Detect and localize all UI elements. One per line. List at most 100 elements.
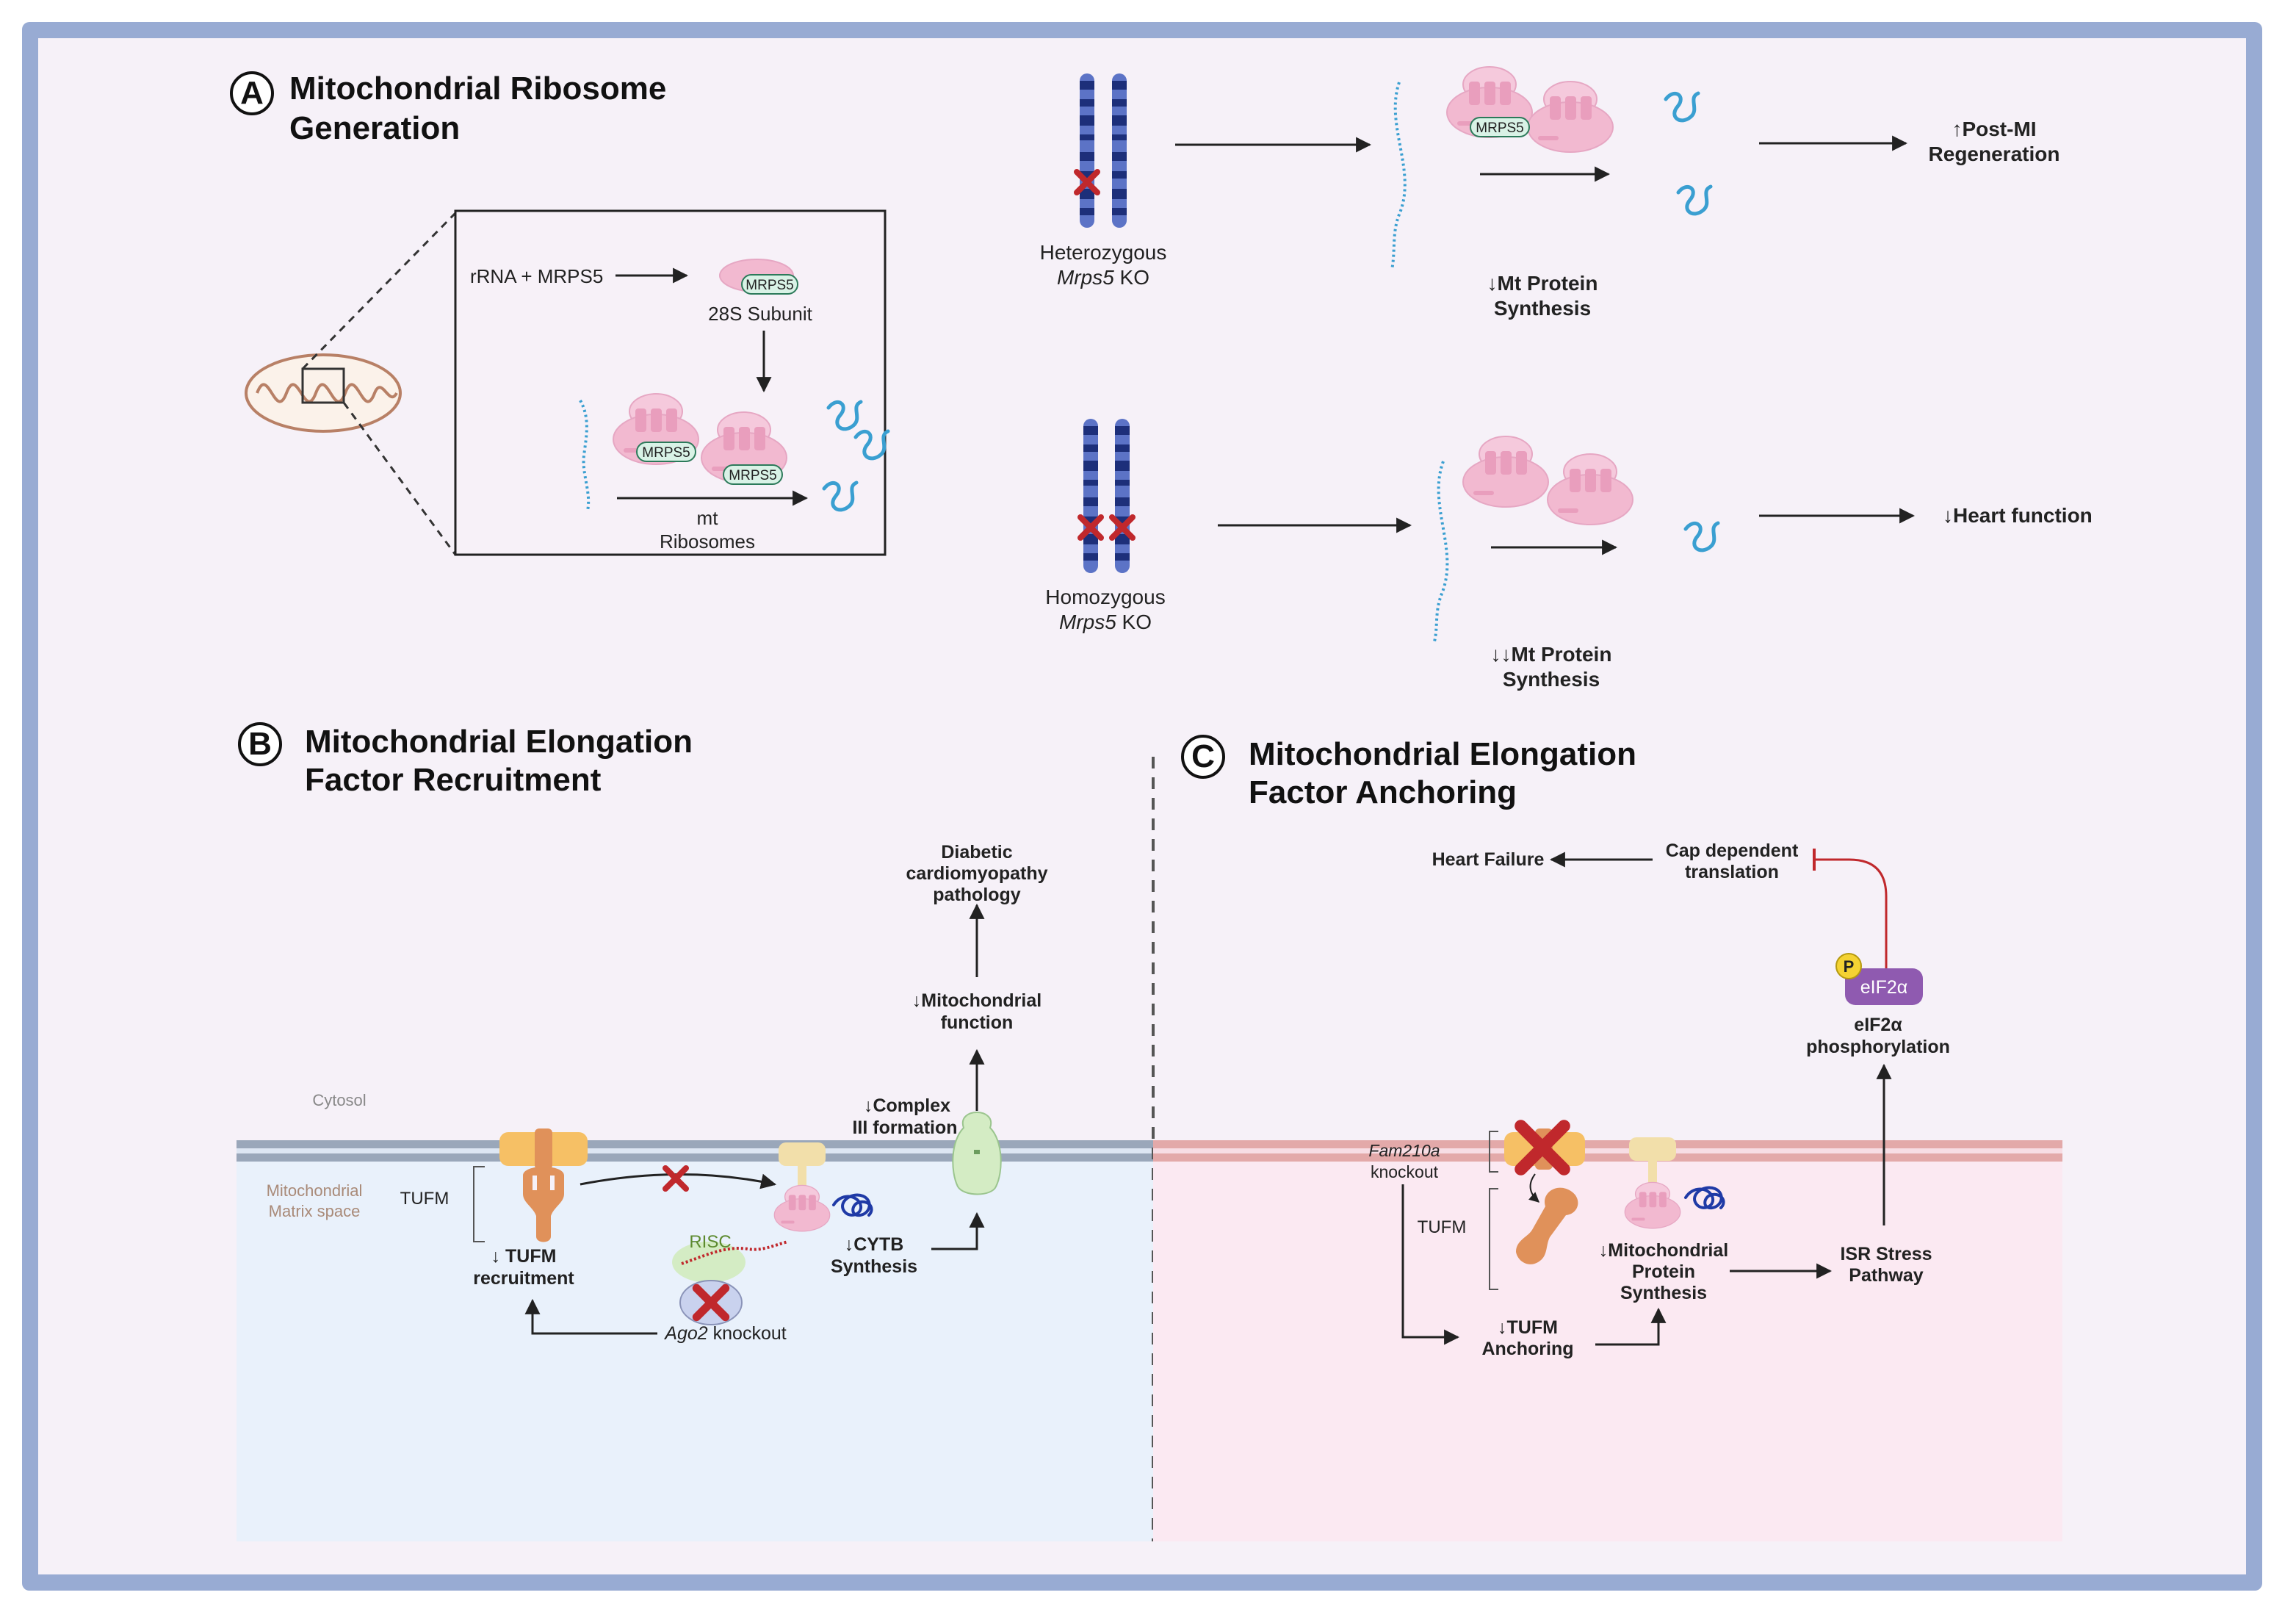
- panel-b-badge: [238, 722, 282, 766]
- homo-mrna: [1433, 461, 1449, 642]
- panel-b: B Mitochondrial Elongation Factor Recrui…: [237, 722, 1153, 1541]
- panel-c-membrane-gap: [1153, 1148, 2062, 1153]
- cap-line1: Cap dependent: [1666, 840, 1799, 861]
- diabetic-line3: pathology: [933, 885, 1021, 905]
- panel-a-badge: [230, 71, 274, 115]
- mps-line2: Protein: [1632, 1261, 1695, 1282]
- inset-box: [454, 209, 887, 556]
- subunit-badge: MRPS5: [746, 278, 793, 293]
- panel-c: C Mitochondrial Elongation Factor Anchor…: [1153, 735, 2062, 1541]
- risc-label: RISC: [689, 1232, 731, 1252]
- subunit-28s: [719, 259, 798, 295]
- phospho-label: P: [1844, 957, 1855, 976]
- isr-line1: ISR Stress: [1840, 1244, 1932, 1264]
- panel-b-title-line1: Mitochondrial Elongation: [305, 724, 693, 760]
- complex-line2: III formation: [852, 1117, 957, 1138]
- subunit-label: 28S Subunit: [708, 303, 812, 325]
- isr-line2: Pathway: [1849, 1265, 1924, 1286]
- panel-b-matrix-area: [237, 1153, 1153, 1541]
- arrow-ago2-to-recruitment: [524, 1298, 657, 1335]
- panel-b-letter: B: [248, 726, 272, 762]
- tufm-translocase-icon: [499, 1128, 588, 1242]
- cytb-line1: ↓CYTB: [845, 1234, 904, 1255]
- homo-peptide: [1686, 523, 1718, 550]
- panel-c-membrane-outer: [1153, 1140, 2062, 1148]
- complex-line1: ↓Complex: [864, 1095, 950, 1116]
- mito-function-line2: function: [941, 1012, 1014, 1033]
- hetero-suffix: KO: [1114, 266, 1149, 289]
- hetero-badge-bg: [1470, 117, 1530, 137]
- panel-b-tufm-label: TUFM: [400, 1189, 450, 1209]
- panel-c-tufm-bracket: [1489, 1188, 1498, 1290]
- ago2-gene: Ago2: [663, 1323, 707, 1344]
- inset-ribosome-1-badge-bg: [636, 442, 696, 462]
- panel-c-badge: [1181, 735, 1225, 779]
- homo-ribosome-2: [1547, 453, 1633, 525]
- hetero-chromosome-2: [1112, 73, 1127, 228]
- anchoring-line1: ↓TUFM: [1498, 1317, 1558, 1338]
- eif2a-badge-bg: [1845, 968, 1923, 1005]
- panel-b-title-line2: Factor Recruitment: [305, 762, 602, 798]
- inset-ribosome-1-badge: MRPS5: [642, 445, 690, 461]
- zoom-line-top: [301, 212, 457, 370]
- eif2a-line2: phosphorylation: [1806, 1037, 1950, 1057]
- fam210a-knockout: knockout: [1371, 1162, 1439, 1181]
- zoom-line-bottom: [342, 402, 457, 555]
- arrow-fam210a-to-anchoring: [1401, 1184, 1460, 1345]
- panel-b-membrane-gap: [237, 1148, 1153, 1153]
- inset-mrna: [579, 400, 591, 511]
- hetero-peptide-2: [1678, 187, 1711, 214]
- complex-iii-icon: [952, 1112, 1002, 1195]
- panel-b-tufm-bracket: [473, 1166, 485, 1242]
- panel-c-membrane-inner: [1153, 1153, 2062, 1162]
- diabetic-line2: cardiomyopathy: [906, 863, 1047, 884]
- panel-c-ribosome: [1624, 1137, 1681, 1229]
- ribosomes-label: Ribosomes: [660, 530, 755, 552]
- heart-failure-label: Heart Failure: [1432, 849, 1545, 870]
- mps-line3: Synthesis: [1620, 1283, 1707, 1303]
- homo-outcome: ↓Heart function: [1943, 504, 2093, 527]
- homo-effect-line2: Synthesis: [1503, 668, 1600, 691]
- eif2a-badge: eIF2α: [1860, 977, 1907, 998]
- hetero-genotype: Mrps5 KO: [1057, 266, 1149, 289]
- matrix-label-line2: Matrix space: [269, 1202, 361, 1220]
- recruit-line2: recruitment: [473, 1268, 574, 1289]
- hetero-peptide-1: [1666, 93, 1698, 120]
- homo-genotype: Mrps5 KO: [1059, 611, 1152, 633]
- ago2-suffix: knockout: [708, 1323, 787, 1344]
- mito-function-line1: ↓Mitochondrial: [912, 990, 1041, 1011]
- hetero-mrna: [1390, 82, 1407, 270]
- hetero-chromosome-1: [1080, 73, 1094, 228]
- panel-b-membrane-outer: [237, 1140, 1153, 1148]
- homo-ribosome-1: [1462, 436, 1549, 508]
- panel-c-tufm-label: TUFM: [1418, 1217, 1467, 1237]
- mitochondrion-icon: [245, 353, 402, 433]
- recruit-line1: ↓ TUFM: [491, 1246, 557, 1267]
- mps-line1: ↓Mitochondrial: [1599, 1240, 1728, 1261]
- panel-c-top-bracket: [1489, 1131, 1498, 1173]
- hetero-effect-line2: Synthesis: [1494, 297, 1591, 320]
- risc-complex: [672, 1240, 789, 1325]
- rrna-label: rRNA + MRPS5: [470, 265, 603, 287]
- diabetic-line1: Diabetic: [941, 842, 1012, 863]
- hetero-gene: Mrps5: [1057, 266, 1114, 289]
- cap-line2: translation: [1685, 862, 1779, 882]
- arrow-tufm-release: [1528, 1173, 1540, 1203]
- inset-ribosome-2-badge: MRPS5: [729, 468, 776, 483]
- hetero-badge: MRPS5: [1476, 120, 1523, 136]
- anchoring-line2: Anchoring: [1482, 1339, 1574, 1359]
- panel-c-matrix-area: [1153, 1153, 2062, 1541]
- homo-gene: Mrps5: [1059, 611, 1116, 633]
- phospho-icon: [1835, 953, 1862, 979]
- hetero-effect-line1: ↓Mt Protein: [1487, 272, 1598, 295]
- panel-c-letter: C: [1191, 738, 1215, 774]
- panel-a: A Mitochondrial Ribosome Generation rRNA…: [230, 66, 2093, 691]
- homo-label: Homozygous: [1045, 586, 1165, 608]
- hetero-label: Heterozygous: [1040, 241, 1167, 264]
- ago2-label: Ago2 knockout: [663, 1323, 786, 1344]
- hetero-outcome-line2: Regeneration: [1929, 143, 2060, 165]
- fam210a-gene: Fam210a: [1368, 1141, 1440, 1160]
- homo-chromosome-1: [1083, 419, 1098, 573]
- mt-label: mt: [697, 507, 719, 529]
